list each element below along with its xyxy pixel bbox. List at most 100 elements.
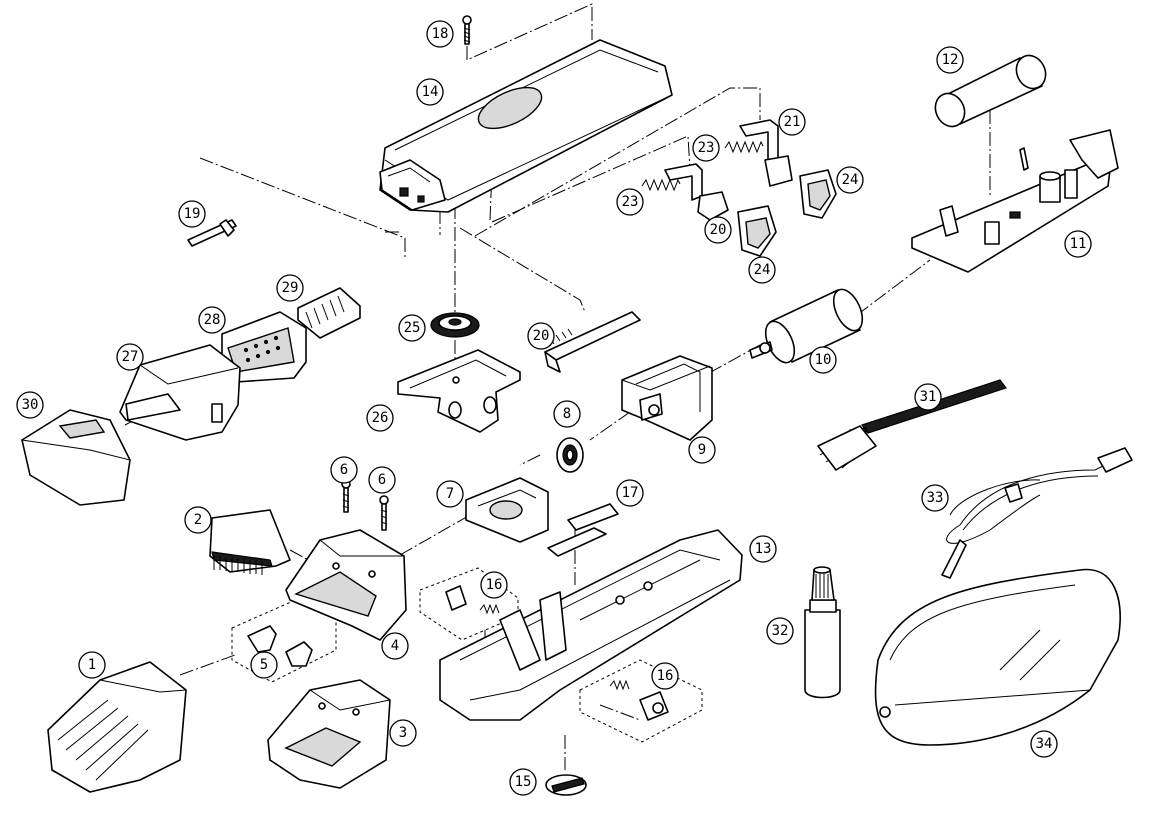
callout-33: 33 — [921, 484, 949, 512]
part-30-cap — [21, 409, 131, 506]
part-33-power-cord — [941, 447, 1133, 579]
svg-text:23: 23 — [622, 194, 639, 210]
group-box-16-left — [419, 567, 519, 641]
callout-14: 14 — [416, 78, 444, 106]
callout-28: 28 — [198, 306, 226, 334]
part-25-gear — [430, 312, 480, 338]
svg-text:19: 19 — [184, 206, 201, 222]
callout-1: 1 — [78, 651, 106, 679]
svg-text:27: 27 — [122, 349, 139, 365]
svg-text:2: 2 — [194, 512, 202, 528]
callout-21: 20 — [704, 216, 732, 244]
part-13-lower-case — [439, 529, 743, 721]
part-19-blade — [187, 219, 237, 247]
part-3-base-attachment — [267, 679, 391, 789]
part-28-outer-foil — [221, 311, 307, 383]
callout-6-left: 6 — [330, 456, 358, 484]
callout-32: 32 — [766, 617, 794, 645]
callout-30: 30 — [16, 391, 44, 419]
callout-22: 21 — [778, 108, 806, 136]
part-24-button-upper — [799, 169, 837, 219]
callout-8: 8 — [553, 400, 581, 428]
svg-text:8: 8 — [563, 406, 571, 422]
callout-34: 34 — [1030, 730, 1058, 758]
part-26-chassis — [397, 349, 521, 433]
part-6-screw-right — [379, 495, 389, 531]
svg-text:31: 31 — [920, 389, 937, 405]
svg-text:24: 24 — [842, 172, 859, 188]
svg-text:21: 21 — [784, 114, 801, 130]
svg-text:20: 20 — [710, 222, 727, 238]
svg-text:23: 23 — [698, 140, 715, 156]
callout-4: 4 — [381, 632, 409, 660]
callout-11: 11 — [1064, 230, 1092, 258]
part-22-switch — [739, 119, 793, 187]
callout-20: 20 — [527, 322, 555, 350]
callout-24-upper: 24 — [836, 166, 864, 194]
callout-19: 19 — [178, 200, 206, 228]
part-10-motor — [749, 288, 864, 364]
svg-text:13: 13 — [755, 541, 772, 557]
part-12-battery — [934, 54, 1047, 128]
svg-text:10: 10 — [815, 352, 832, 368]
part-27-head-frame — [119, 344, 241, 441]
part-18-screw — [462, 15, 472, 45]
svg-text:28: 28 — [204, 312, 221, 328]
callout-17: 17 — [616, 479, 644, 507]
part-23-spring-lower — [641, 178, 681, 192]
callout-9: 9 — [688, 436, 716, 464]
part-4-head-base — [285, 529, 407, 641]
part-7-bracket — [465, 477, 549, 543]
callout-3: 3 — [389, 719, 417, 747]
svg-text:7: 7 — [446, 486, 454, 502]
svg-text:26: 26 — [372, 410, 389, 426]
part-2-trimmer-blade — [209, 509, 291, 575]
svg-text:30: 30 — [22, 397, 39, 413]
svg-text:11: 11 — [1070, 236, 1087, 252]
svg-text:14: 14 — [422, 84, 439, 100]
svg-text:18: 18 — [432, 26, 449, 42]
callout-18: 18 — [426, 20, 454, 48]
callout-16-left: 16 — [480, 571, 508, 599]
part-16-spring-clip-left — [445, 585, 500, 615]
part-15-dial — [545, 774, 587, 796]
part-5-clips — [247, 625, 313, 667]
svg-text:29: 29 — [282, 280, 299, 296]
svg-text:20: 20 — [533, 328, 550, 344]
part-24-button-lower — [737, 205, 777, 257]
callout-10: 10 — [809, 346, 837, 374]
callout-25: 25 — [398, 314, 426, 342]
part-20-lever — [544, 311, 641, 373]
svg-text:3: 3 — [399, 725, 407, 741]
part-23-spring-upper — [724, 140, 764, 154]
callout-7: 7 — [436, 480, 464, 508]
svg-text:33: 33 — [927, 490, 944, 506]
part-31-cleaning-brush — [817, 379, 1007, 471]
svg-text:15: 15 — [515, 774, 532, 790]
callout-2: 2 — [184, 506, 212, 534]
svg-text:1: 1 — [88, 657, 96, 673]
svg-text:34: 34 — [1036, 736, 1053, 752]
part-14-top-housing — [379, 39, 673, 213]
part-1-comb — [47, 661, 187, 793]
callout-12: 12 — [936, 46, 964, 74]
svg-text:12: 12 — [942, 52, 959, 68]
callout-29: 29 — [276, 274, 304, 302]
svg-text:16: 16 — [657, 668, 674, 684]
svg-text:9: 9 — [698, 442, 706, 458]
svg-text:17: 17 — [622, 485, 639, 501]
callout-24-lower: 24 — [748, 256, 776, 284]
part-6-screw-left — [341, 479, 351, 513]
callout-31: 31 — [914, 383, 942, 411]
callout-16-right: 16 — [651, 662, 679, 690]
svg-text:6: 6 — [378, 472, 386, 488]
callout-13: 13 — [749, 535, 777, 563]
svg-text:32: 32 — [772, 623, 789, 639]
callout-27: 27 — [116, 343, 144, 371]
part-11-circuit-board — [911, 129, 1119, 273]
callout-23-upper: 23 — [692, 134, 720, 162]
part-32-oil-bottle — [804, 566, 841, 699]
part-9-motor-holder — [621, 355, 713, 441]
